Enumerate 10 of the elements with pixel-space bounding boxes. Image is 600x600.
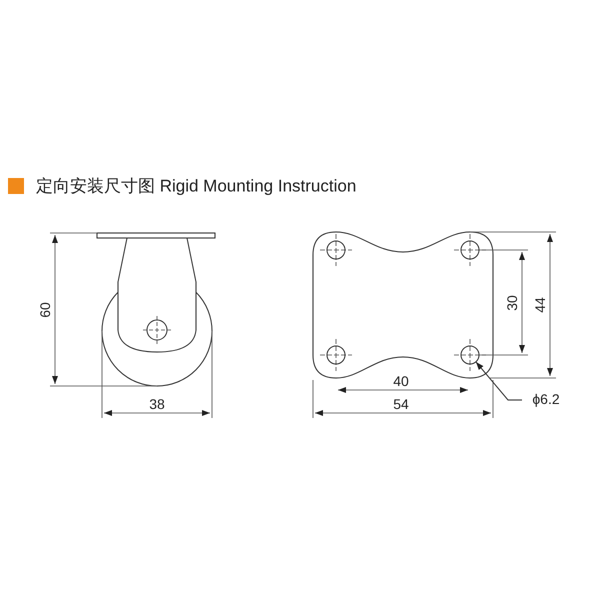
- leader-line: [476, 362, 522, 400]
- dimension-label: 30: [504, 295, 520, 311]
- mounting-hole: [460, 346, 480, 364]
- title: 定向安装尺寸图 Rigid Mounting Instruction: [36, 176, 356, 196]
- dimension-label: 54: [393, 396, 409, 412]
- dimension-label: 44: [532, 297, 548, 313]
- diameter-label: ϕ6.2: [532, 391, 560, 407]
- dimension-label: 60: [37, 302, 53, 318]
- dimension-label: 38: [149, 396, 165, 412]
- dimension-label: 40: [393, 373, 409, 389]
